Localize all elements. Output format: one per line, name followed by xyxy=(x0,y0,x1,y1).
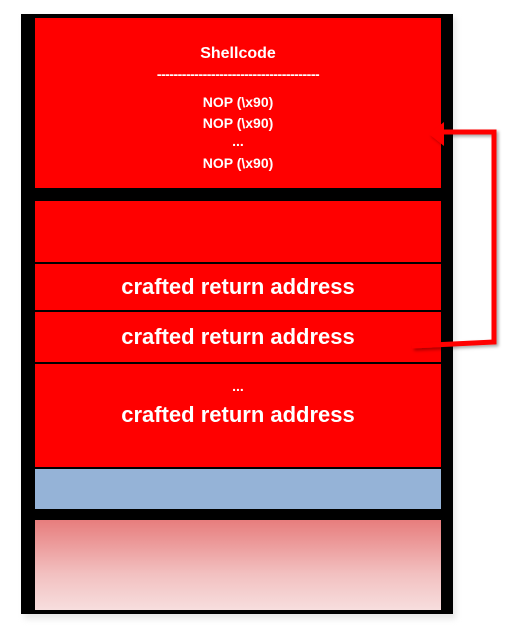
return-address-label: crafted return address xyxy=(121,274,355,299)
nop-line-3: NOP (\x90) xyxy=(202,155,274,171)
shellcode-separator: --------------------------------------- xyxy=(156,66,320,82)
return-address-row: ... crafted return address xyxy=(35,364,441,467)
return-address-row: crafted return address xyxy=(35,312,441,363)
return-address-ellipsis: ... xyxy=(232,378,244,394)
row-divider xyxy=(35,467,441,469)
shellcode-block: Shellcode ------------------------------… xyxy=(35,18,441,188)
return-address-label: crafted return address xyxy=(121,324,355,349)
nop-ellipsis: ... xyxy=(232,133,244,149)
return-address-row: crafted return address xyxy=(35,264,441,310)
saved-frame-slot xyxy=(35,469,441,509)
row-divider xyxy=(35,362,441,364)
return-address-label: crafted return address xyxy=(121,402,355,427)
shellcode-title: Shellcode xyxy=(200,45,276,62)
row-divider xyxy=(35,310,441,312)
stack-continuation xyxy=(35,520,441,610)
row-divider xyxy=(35,262,441,264)
nop-line-1: NOP (\x90) xyxy=(202,94,274,110)
nop-line-2: NOP (\x90) xyxy=(202,115,274,131)
padding-cell xyxy=(35,201,441,263)
